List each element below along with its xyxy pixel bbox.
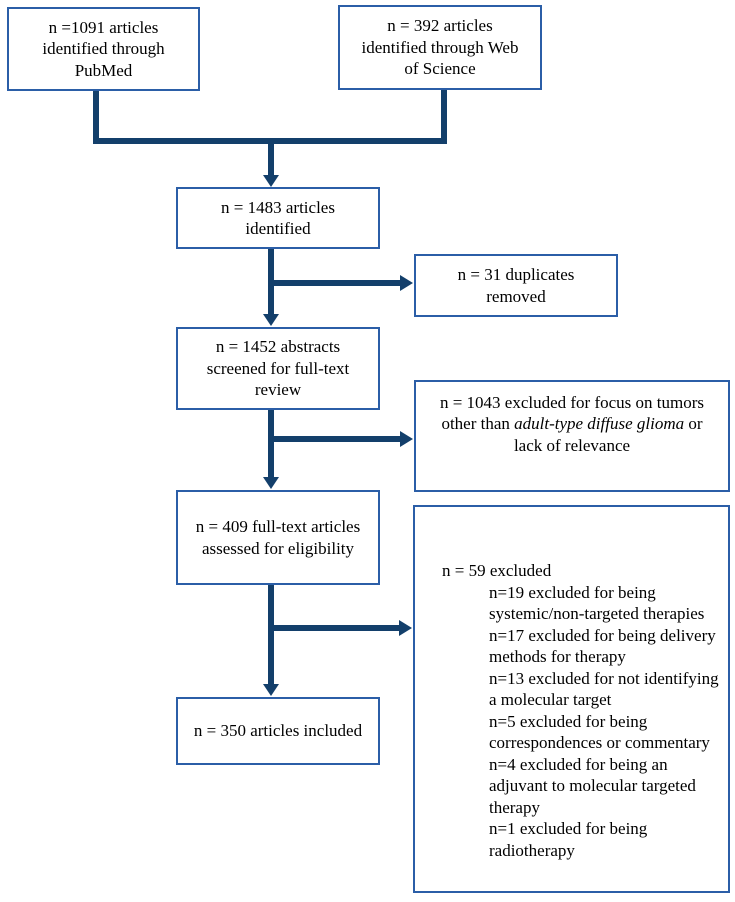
node-pubmed: n =1091 articles identified through PubM…: [7, 7, 200, 91]
connector-branch-duplicates: [268, 280, 401, 286]
connector-branch-excluded-fulltext: [268, 625, 400, 631]
excluded-focus-italic: adult-type diffuse glioma: [514, 414, 685, 434]
node-duplicates-removed: n = 31 duplicates removed: [414, 254, 618, 317]
node-fulltext-assessed: n = 409 full-text articles assessed for …: [176, 490, 380, 585]
connector-branch-excluded-focus: [268, 436, 401, 442]
excluded-focus-prefix: n = 1043 excluded for focus on tumors ot…: [439, 392, 705, 434]
excluded-fulltext-item: n=17 excluded for being delivery methods…: [489, 625, 716, 667]
node-excluded-focus: n = 1043 excluded for focus on tumors ot…: [414, 380, 730, 492]
connector-spine-1: [268, 138, 274, 175]
node-articles-included: n = 350 articles included: [176, 697, 380, 765]
arrow-right-to-duplicates-icon: [400, 275, 413, 291]
node-abstracts-screened: n = 1452 abstracts screened for full-tex…: [176, 327, 380, 410]
node-articles-included-label: n = 350 articles included: [193, 721, 363, 741]
node-abstracts-screened-label: n = 1452 abstracts screened for full-tex…: [206, 337, 350, 400]
connector-pubmed-down: [93, 89, 99, 141]
excluded-fulltext-item: n=4 excluded for being an adjuvant to mo…: [489, 754, 696, 817]
arrow-down-to-included-icon: [263, 684, 279, 696]
node-pubmed-label: n =1091 articles identified through PubM…: [42, 17, 165, 80]
excluded-fulltext-title: n = 59 excluded: [442, 561, 552, 580]
arrow-down-to-identified-icon: [263, 175, 279, 187]
node-duplicates-removed-label: n = 31 duplicates removed: [457, 265, 575, 306]
arrow-down-to-screened-icon: [263, 314, 279, 326]
excluded-fulltext-item: n=1 excluded for being radiotherapy: [489, 819, 648, 860]
node-web-of-science-label: n = 392 articles identified through Web …: [361, 16, 519, 79]
excluded-fulltext-item: n=5 excluded for being correspondences o…: [489, 711, 710, 753]
node-fulltext-assessed-label: n = 409 full-text articles assessed for …: [195, 517, 361, 558]
node-identified: n = 1483 articles identified: [176, 187, 380, 249]
excluded-fulltext-item: n=13 excluded for not identifying a mole…: [489, 668, 719, 710]
excluded-fulltext-item: n=19 excluded for being systemic/non-tar…: [489, 582, 705, 624]
node-identified-label: n = 1483 articles identified: [221, 197, 335, 238]
connector-wos-down: [441, 88, 447, 141]
node-excluded-fulltext: n = 59 excluded n=19 excluded for being …: [413, 505, 730, 893]
connector-spine-4: [268, 585, 274, 684]
arrow-down-to-eligibility-icon: [263, 477, 279, 489]
arrow-right-to-excluded-fulltext-icon: [399, 620, 412, 636]
arrow-right-to-excluded-focus-icon: [400, 431, 413, 447]
excluded-focus-suffix: or lack of relevance: [513, 414, 703, 455]
node-web-of-science: n = 392 articles identified through Web …: [338, 5, 542, 90]
connector-spine-3: [268, 410, 274, 477]
node-excluded-focus-label: n = 1043 excluded for focus on tumors ot…: [434, 392, 710, 456]
